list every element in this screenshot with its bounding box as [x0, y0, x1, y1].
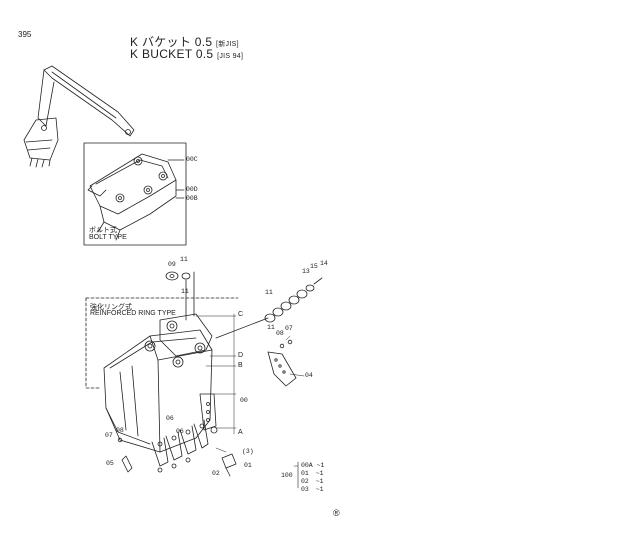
- callout-11-top: 11: [180, 256, 188, 263]
- callout-14: 14: [320, 260, 328, 267]
- callout-a: A: [238, 429, 243, 436]
- callout-11-right-a: 11: [265, 289, 273, 296]
- legend-qty: ~1: [315, 478, 324, 485]
- callout-11-mid: 11: [181, 288, 189, 295]
- callout-08-left: 08: [116, 427, 124, 434]
- callout-00b: 00B: [186, 195, 198, 202]
- callout-06-a: 06: [166, 415, 174, 422]
- callout-15: 15: [310, 263, 318, 270]
- callout-05: 05: [106, 460, 114, 467]
- callout-11-right-b: 11: [267, 324, 275, 331]
- legend-code: 03: [301, 486, 309, 493]
- callout-09-top: 09: [168, 261, 176, 268]
- bucket-body: [103, 313, 218, 467]
- bolt-type-label-jp: ボルト式: [89, 227, 117, 234]
- legend-row-1: 00A ~1: [301, 462, 324, 469]
- page-number: 395: [18, 30, 32, 39]
- reinforced-frame: [85, 297, 239, 389]
- callout-08-right: 08: [276, 330, 284, 337]
- legend-row-2: 01 ~1: [301, 470, 324, 477]
- registered-mark: ®: [333, 508, 340, 518]
- title-english: K BUCKET 0.5 [JIS 94]: [130, 47, 244, 61]
- legend-row-3: 02 ~1: [301, 478, 324, 485]
- callout-00d: 00D: [186, 186, 198, 193]
- excavator-arm-thumbnail: [23, 65, 135, 168]
- pin-washers-top: [165, 271, 195, 321]
- title-en-standard: JIS 94: [219, 53, 241, 60]
- legend-qty: ~1: [315, 486, 324, 493]
- callout-06-b: 06: [176, 428, 184, 435]
- legend-code: 01: [301, 470, 309, 477]
- callout-07-right: 07: [285, 325, 293, 332]
- callout-b: B: [238, 362, 243, 369]
- callout-02: 02: [212, 470, 220, 477]
- callout-07-left: 07: [105, 432, 113, 439]
- side-cutter: [267, 351, 297, 387]
- bolt-type-label-en: BOLT TYPE: [89, 234, 127, 241]
- legend-group: 100: [281, 472, 293, 479]
- pin-rings-right: [215, 277, 323, 339]
- title-japanese: K バケット 0.5 [新JIS]: [130, 35, 239, 49]
- legend-code: 02: [301, 478, 309, 485]
- legend-qty: ~1: [316, 462, 325, 469]
- title-en-text: K BUCKET 0.5: [130, 47, 214, 61]
- callout-01: 01: [244, 462, 252, 469]
- bolt-type-inset: [83, 142, 187, 246]
- title-jp-text: K バケット 0.5: [130, 35, 213, 49]
- callout-04: 04: [305, 372, 313, 379]
- legend-qty: ~1: [315, 470, 324, 477]
- reinforced-label-en: REINFORCED RING TYPE: [90, 310, 176, 317]
- callout-d: D: [238, 352, 244, 359]
- legend-bracket: [293, 461, 299, 489]
- callout-03: (3): [242, 448, 254, 455]
- callout-00: 00: [240, 397, 248, 404]
- reinforced-label-jp: 強化リング式: [90, 304, 132, 311]
- callout-13: 13: [302, 268, 310, 275]
- title-jp-standard: 新JIS: [218, 41, 237, 48]
- callout-c: C: [238, 311, 244, 318]
- callout-00c: 00C: [186, 156, 198, 163]
- legend-code: 00A: [301, 462, 313, 469]
- legend-row-4: 03 ~1: [301, 486, 324, 493]
